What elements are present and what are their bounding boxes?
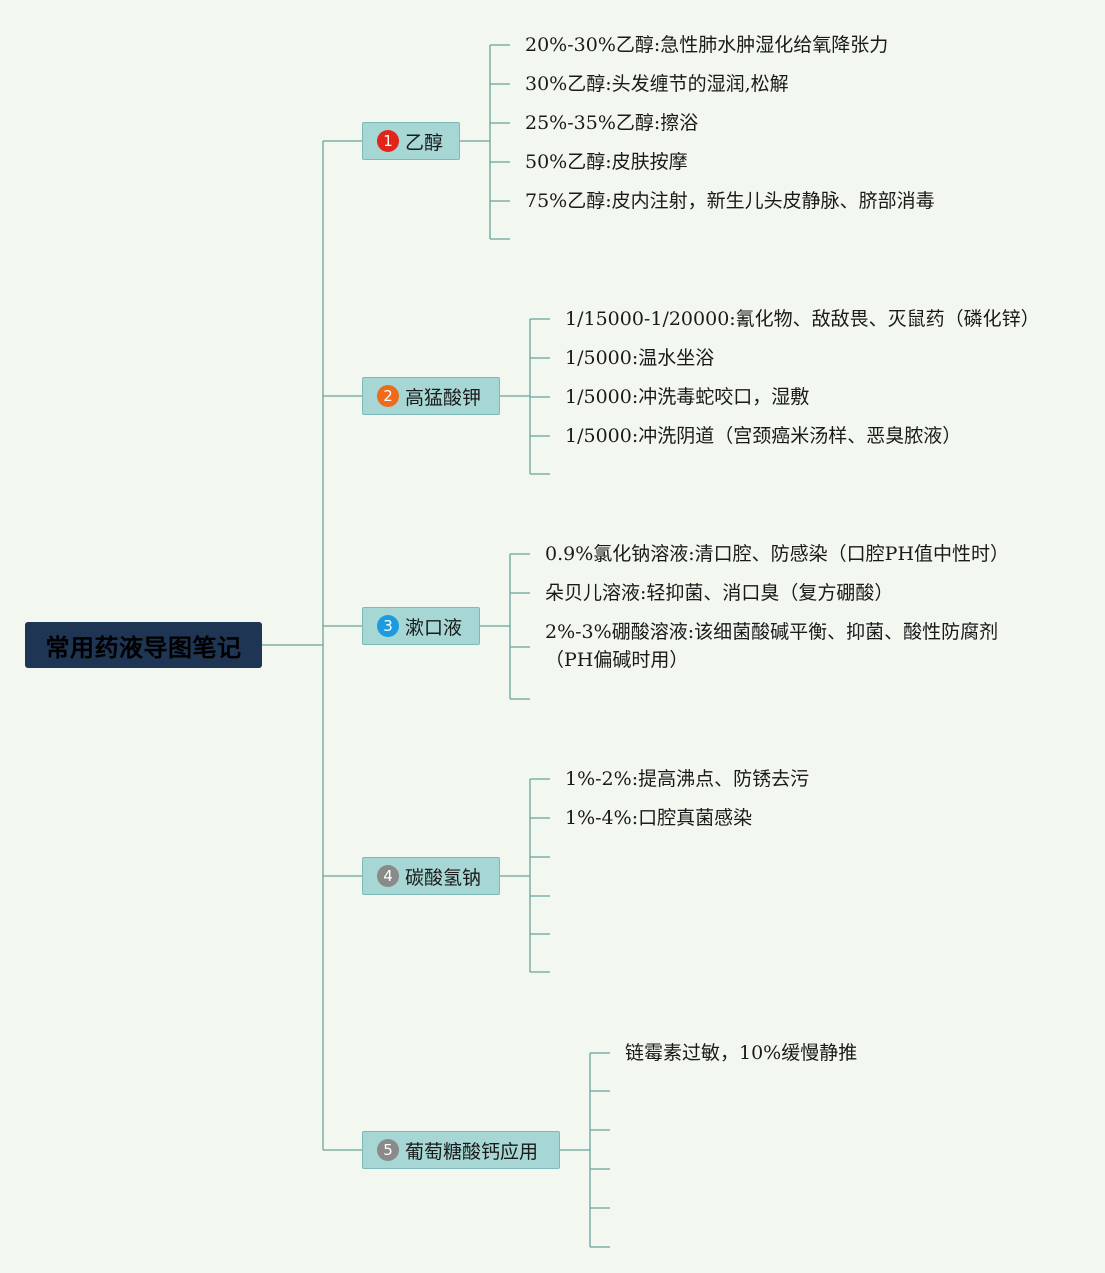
leaf-text: 30%乙醇:头发缠节的湿润,松解 xyxy=(525,73,789,95)
leaf-text: 75%乙醇:皮内注射，新生儿头皮静脉、脐部消毒 xyxy=(525,190,935,212)
leaf-text: 朵贝儿溶液:轻抑菌、消口臭（复方硼酸） xyxy=(545,582,894,604)
branch-label: 葡萄糖酸钙应用 xyxy=(405,1140,539,1163)
leaf-text: 25%-35%乙醇:擦浴 xyxy=(525,112,699,134)
number-badge-icon: 4 xyxy=(377,865,399,887)
number-badge-icon: 5 xyxy=(377,1139,399,1161)
branch-label: 高猛酸钾 xyxy=(405,386,482,409)
leaf-text: 1/5000:冲洗毒蛇咬口，湿敷 xyxy=(565,386,810,408)
leaf-text: 1%-2%:提高沸点、防锈去污 xyxy=(565,768,810,790)
leaf-text: 1/5000:冲洗阴道（宫颈癌米汤样、恶臭脓液） xyxy=(565,425,962,447)
branch-label: 乙醇 xyxy=(405,131,444,154)
branch-node-1[interactable]: 1 乙醇 xyxy=(362,122,460,160)
leaf-text: 1/15000-1/20000:氰化物、敌敌畏、灭鼠药（磷化锌） xyxy=(565,308,1040,330)
leaf-text: 2%-3%硼酸溶液:该细菌酸碱平衡、抑菌、酸性防腐剂（PH偏碱时用） xyxy=(545,621,999,671)
leaf-text: 1%-4%:口腔真菌感染 xyxy=(565,807,753,829)
root-node: 常用药液导图笔记 xyxy=(25,622,262,668)
leaf-text: 50%乙醇:皮肤按摩 xyxy=(525,151,688,173)
branch-node-4[interactable]: 4 碳酸氢钠 xyxy=(362,857,500,895)
leaf-text: 链霉素过敏，10%缓慢静推 xyxy=(625,1042,858,1064)
number-badge-icon: 2 xyxy=(377,385,399,407)
branch-node-2[interactable]: 2 高猛酸钾 xyxy=(362,377,500,415)
leaf-text: 20%-30%乙醇:急性肺水肿湿化给氧降张力 xyxy=(525,34,889,56)
branch-node-5[interactable]: 5 葡萄糖酸钙应用 xyxy=(362,1131,560,1169)
number-badge-icon: 3 xyxy=(377,615,399,637)
root-title: 常用药液导图笔记 xyxy=(45,633,242,662)
leaf-text: 1/5000:温水坐浴 xyxy=(565,347,715,369)
branch-label: 碳酸氢钠 xyxy=(405,866,482,889)
number-badge-icon: 1 xyxy=(377,130,399,152)
branch-label: 漱口液 xyxy=(405,616,463,639)
branch-node-3[interactable]: 3 漱口液 xyxy=(362,607,480,645)
leaf-text: 0.9%氯化钠溶液:清口腔、防感染（口腔PH值中性时） xyxy=(545,543,1010,565)
